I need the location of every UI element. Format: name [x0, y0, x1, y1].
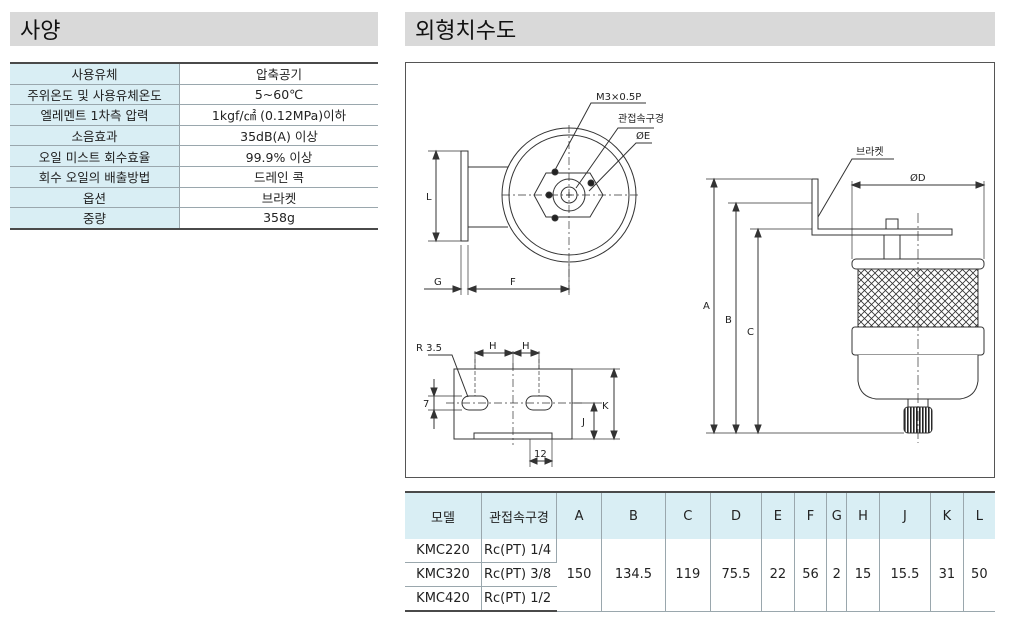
port-size: Rc(PT) 1/2 [481, 586, 557, 612]
phi-e-leader [588, 142, 652, 192]
bracket-view [428, 349, 620, 467]
dimension-section-title: 외형치수도 [405, 12, 995, 46]
port-size: Rc(PT) 1/4 [481, 539, 557, 563]
label-G: G [434, 277, 442, 288]
label-phi-d: ØD [910, 172, 926, 184]
r35-leader [428, 354, 469, 398]
label-C: C [747, 327, 754, 338]
col-header: B [601, 491, 666, 539]
label-h2: H [522, 341, 530, 352]
model-dimension-table: 모델 관접속구경 A B C D E F G H J K L KMC220 Rc… [405, 491, 995, 612]
spec-key: 소음효과 [10, 125, 180, 147]
dim-f: 56 [794, 539, 828, 612]
col-header: C [665, 491, 711, 539]
label-bracket: 브라켓 [856, 146, 884, 158]
model-name: KMC320 [405, 562, 482, 587]
neck [883, 234, 901, 260]
dim-c: 119 [665, 539, 711, 612]
spec-value: 358g [179, 207, 378, 230]
model-name: KMC420 [405, 586, 482, 612]
dimension-drawing: M3×0.5P 관접속구경 ØE L G F R 3.5 H H 7 J K 1… [405, 62, 995, 478]
side-view [706, 158, 986, 443]
spec-value: 드레인 콕 [179, 166, 378, 188]
table-row: KMC320 Rc(PT) 3/8 [405, 562, 995, 587]
label-port-size: 관접속구경 [618, 112, 664, 125]
spec-value: 99.9% 이상 [179, 145, 378, 167]
screw-hole-bottom [551, 214, 559, 222]
dim-k: 31 [930, 539, 964, 612]
spec-key: 회수 오일의 배출방법 [10, 166, 180, 188]
label-seven: 7 [423, 399, 429, 410]
label-r35: R 3.5 [416, 343, 442, 354]
spec-key: 중량 [10, 207, 180, 230]
col-header: H [846, 491, 880, 539]
bracket-leader [817, 158, 894, 218]
label-K: K [602, 401, 609, 412]
spec-value: 35dB(A) 이상 [179, 125, 378, 147]
spec-key: 오일 미스트 회수효율 [10, 145, 180, 167]
spec-value: 압축공기 [179, 61, 378, 85]
dim-l: 50 [963, 539, 995, 612]
dim-j: 15.5 [879, 539, 932, 612]
model-name: KMC220 [405, 539, 482, 563]
label-m3: M3×0.5P [596, 92, 641, 103]
col-header: G [826, 491, 848, 539]
front-flange [460, 150, 469, 242]
label-phi-e: ØE [636, 130, 650, 142]
screw-hole-right [587, 179, 595, 187]
spec-key: 사용유체 [10, 61, 180, 85]
col-header: F [794, 491, 828, 539]
col-header: D [710, 491, 763, 539]
dim-b: 134.5 [601, 539, 666, 612]
spec-value: 브라켓 [179, 187, 378, 209]
label-F: F [510, 277, 516, 288]
front-view [424, 102, 654, 295]
spec-key: 주위온도 및 사용유체온도 [10, 84, 180, 106]
dim-d: 75.5 [710, 539, 763, 612]
spec-key: 엘레멘트 1차측 압력 [10, 104, 180, 126]
col-header: 관접속구경 [481, 491, 557, 539]
m3-leader [554, 102, 646, 171]
spec-section-title: 사양 [10, 12, 378, 46]
port-size: Rc(PT) 3/8 [481, 562, 557, 587]
spec-title-text: 사양 [20, 19, 61, 44]
side-bracket [811, 178, 953, 236]
table-row: KMC420 Rc(PT) 1/2 [405, 586, 995, 612]
col-header: A [556, 491, 603, 539]
label-A: A [703, 301, 710, 312]
col-header: E [761, 491, 795, 539]
col-header: L [963, 491, 995, 539]
drawing-svg: M3×0.5P 관접속구경 ØE L G F R 3.5 H H 7 J K 1… [416, 92, 986, 467]
dim-title-text: 외형치수도 [415, 19, 517, 44]
col-header: K [930, 491, 964, 539]
spec-value: 1kgf/㎠ (0.12MPa)이하 [179, 104, 378, 126]
dim-g: 2 [826, 539, 848, 612]
spec-key: 옵션 [10, 187, 180, 209]
label-L: L [426, 192, 432, 203]
dim-e: 22 [761, 539, 795, 612]
dim-a: 150 [556, 539, 603, 612]
port-leader [575, 127, 654, 189]
model-table-header: 모델 관접속구경 A B C D E F G H J K L [405, 491, 995, 539]
col-header: 모델 [405, 491, 482, 539]
dim-h: 15 [846, 539, 880, 612]
col-header: J [879, 491, 932, 539]
label-B: B [725, 315, 732, 326]
spec-value: 5~60℃ [179, 84, 378, 106]
table-row: KMC220 Rc(PT) 1/4 150 134.5 119 75.5 22 … [405, 539, 995, 612]
label-J: J [581, 417, 585, 428]
label-twelve: 12 [534, 449, 547, 460]
label-h1: H [489, 341, 497, 352]
